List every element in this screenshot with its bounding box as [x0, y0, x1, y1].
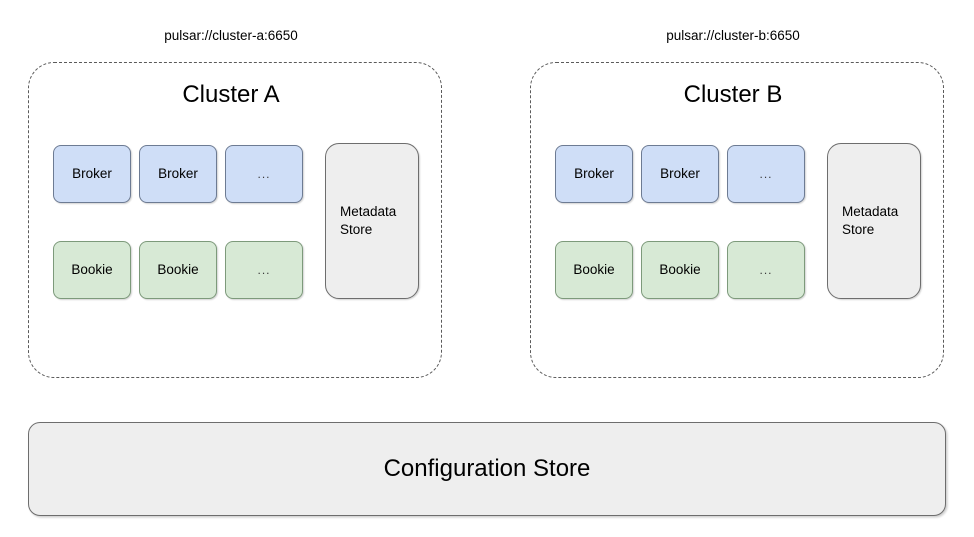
cluster-b-bookie-1[interactable]: Bookie	[555, 241, 633, 299]
configuration-store-label: Configuration Store	[383, 455, 591, 482]
node-label: Bookie	[573, 262, 615, 277]
cluster-a-metadata-store[interactable]: Metadata Store	[325, 143, 419, 299]
ellipsis-label: ...	[759, 167, 773, 181]
cluster-a-bookie-more[interactable]: ...	[225, 241, 303, 299]
cluster-a-title: Cluster A	[182, 81, 280, 108]
cluster-b-endpoint-label: pulsar://cluster-b:6650	[666, 28, 800, 43]
cluster-b-broker-1[interactable]: Broker	[555, 145, 633, 203]
cluster-a-boundary	[28, 62, 442, 378]
cluster-b-bookie-more[interactable]: ...	[727, 241, 805, 299]
cluster-b-bookie-2[interactable]: Bookie	[641, 241, 719, 299]
node-label: Broker	[574, 166, 614, 181]
node-label: Bookie	[659, 262, 701, 277]
cluster-a-bookie-2[interactable]: Bookie	[139, 241, 217, 299]
cluster-b-broker-more[interactable]: ...	[727, 145, 805, 203]
cluster-a-bookie-1[interactable]: Bookie	[53, 241, 131, 299]
cluster-b-title: Cluster B	[683, 81, 783, 108]
cluster-b-metadata-store[interactable]: Metadata Store	[827, 143, 921, 299]
cluster-b-broker-2[interactable]: Broker	[641, 145, 719, 203]
cluster-a-broker-2[interactable]: Broker	[139, 145, 217, 203]
configuration-store[interactable]: Configuration Store	[28, 422, 946, 516]
cluster-a-broker-1[interactable]: Broker	[53, 145, 131, 203]
cluster-a-endpoint-label: pulsar://cluster-a:6650	[164, 28, 298, 43]
node-label: Bookie	[71, 262, 113, 277]
cluster-a-broker-more[interactable]: ...	[225, 145, 303, 203]
ellipsis-label: ...	[257, 263, 271, 277]
node-label: Bookie	[157, 262, 199, 277]
ellipsis-label: ...	[759, 263, 773, 277]
cluster-b-boundary	[530, 62, 944, 378]
ellipsis-label: ...	[257, 167, 271, 181]
node-label: Broker	[660, 166, 700, 181]
node-label: Broker	[158, 166, 198, 181]
metadata-store-label: Metadata Store	[340, 204, 397, 237]
metadata-store-label: Metadata Store	[842, 204, 899, 237]
node-label: Broker	[72, 166, 112, 181]
